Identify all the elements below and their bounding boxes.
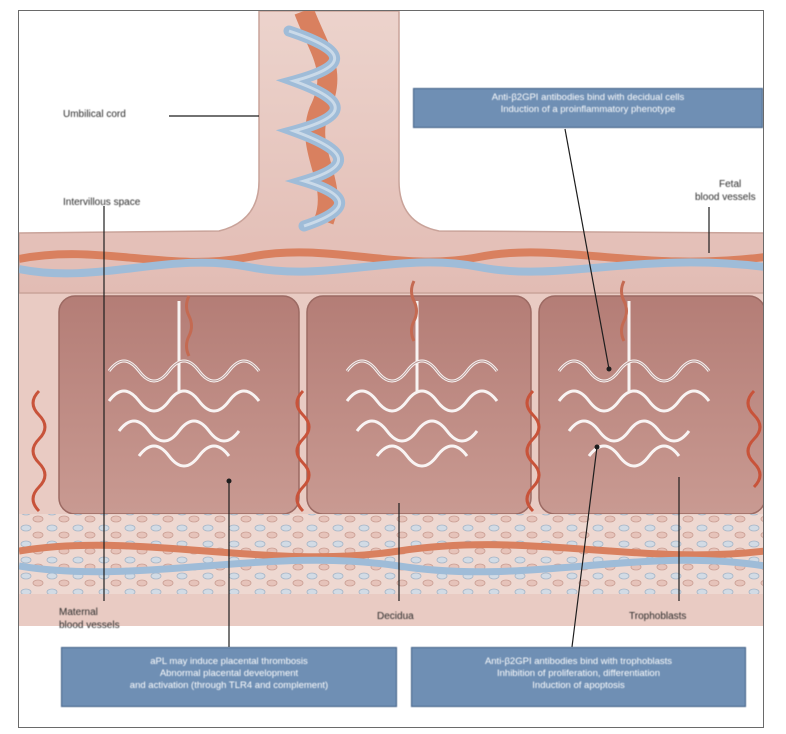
callout-trophoblasts-line1: Anti-β2GPI antibodies bind with trophobl… xyxy=(416,656,741,668)
callout-decidual-cells: Anti-β2GPI antibodies bind with decidual… xyxy=(413,88,763,128)
diagram-frame: Umbilical cord Intervillous space Fetal … xyxy=(18,10,764,728)
trophoblasts-label: Trophoblasts xyxy=(629,611,686,623)
callout-placental-thrombosis-line1: aPL may induce placental thrombosis xyxy=(66,656,392,668)
callout-placental-thrombosis: aPL may induce placental thrombosis Abno… xyxy=(61,647,397,707)
decidua-lobe-2 xyxy=(307,296,531,514)
maternal-blood-vessels-label-line1: Maternal xyxy=(59,607,98,619)
callout-decidual-cells-line1: Anti-β2GPI antibodies bind with decidual… xyxy=(418,92,758,104)
maternal-blood-vessels-label-line2: blood vessels xyxy=(59,620,120,632)
fetal-blood-vessels-label-line2: blood vessels xyxy=(695,192,756,204)
callout-decidual-cells-line2: Induction of a proinflammatory phenotype xyxy=(418,104,758,116)
umbilical-cord-label: Umbilical cord xyxy=(63,109,126,121)
callout-trophoblasts-line3: Induction of apoptosis xyxy=(416,680,741,692)
callout-placental-thrombosis-line3: and activation (through TLR4 and complem… xyxy=(66,680,392,692)
callout-placental-thrombosis-line2: Abnormal placental development xyxy=(66,668,392,680)
fetal-blood-vessels-label-line1: Fetal xyxy=(719,179,741,191)
decidua-label: Decidua xyxy=(377,611,414,623)
umbilical-cord-shape xyxy=(19,11,764,293)
callout-trophoblasts: Anti-β2GPI antibodies bind with trophobl… xyxy=(411,647,746,707)
callout-trophoblasts-line2: Inhibition of proliferation, differentia… xyxy=(416,668,741,680)
intervillous-space-label: Intervillous space xyxy=(63,197,140,209)
